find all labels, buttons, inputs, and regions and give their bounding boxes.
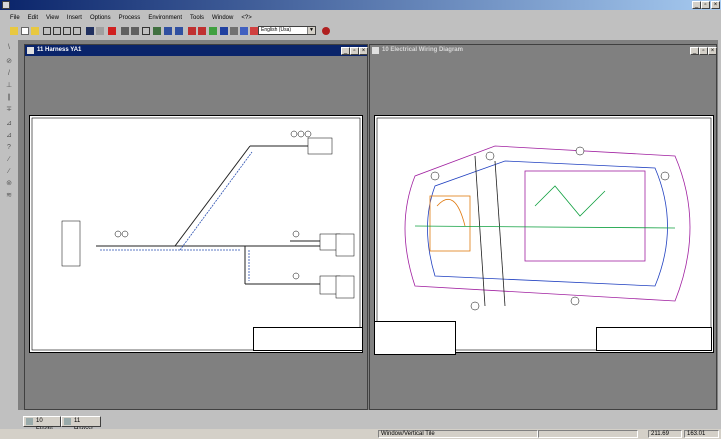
restore-icon[interactable]: ▫ bbox=[699, 47, 708, 55]
minimize-icon[interactable]: _ bbox=[341, 47, 350, 55]
taskbar-harness[interactable]: 11 Harnes. bbox=[61, 416, 101, 433]
tool-icon[interactable]: ⊿ bbox=[6, 120, 12, 127]
tool-icon[interactable]: ≋ bbox=[6, 192, 12, 199]
tool-icon[interactable]: ∥ bbox=[7, 94, 11, 101]
title-block bbox=[596, 327, 712, 351]
harness-window-title-bar[interactable]: 11 Harness YA1 bbox=[25, 45, 367, 56]
tool-icon[interactable]: ∕ bbox=[8, 156, 10, 163]
diagram-window-title-bar[interactable]: 10 Electrical Wiring Diagram bbox=[370, 45, 716, 56]
tool-icon[interactable] bbox=[230, 27, 238, 35]
tool-icon[interactable] bbox=[188, 27, 196, 35]
harness-drawing bbox=[31, 117, 361, 351]
close-icon[interactable]: × bbox=[359, 47, 368, 55]
minimize-icon[interactable]: _ bbox=[690, 47, 699, 55]
tool-icon[interactable]: ⊚ bbox=[6, 180, 12, 187]
undo-icon[interactable] bbox=[96, 27, 104, 35]
grid-icon[interactable] bbox=[142, 27, 150, 35]
page-icon[interactable] bbox=[43, 27, 51, 35]
tool-icon[interactable] bbox=[220, 27, 228, 35]
tool-icon[interactable] bbox=[175, 27, 183, 35]
left-toolbar: \ ⊘ / ⊥ ∥ ∓ ⊿ ⊿ ? ∕ ∕ ⊚ ≋ bbox=[2, 40, 16, 420]
restore-icon[interactable]: ▫ bbox=[701, 1, 710, 9]
status-y: 163.01 bbox=[684, 430, 719, 438]
tool-icon[interactable]: / bbox=[8, 70, 10, 77]
tool-icon[interactable]: ? bbox=[7, 144, 11, 151]
diagram-icon bbox=[26, 418, 33, 425]
harness-icon bbox=[64, 418, 71, 425]
delete-icon[interactable] bbox=[108, 27, 116, 35]
open-icon[interactable] bbox=[10, 27, 18, 35]
print-icon[interactable] bbox=[121, 27, 129, 35]
close-icon[interactable]: × bbox=[708, 47, 717, 55]
save-icon[interactable] bbox=[86, 27, 94, 35]
preview-icon[interactable] bbox=[131, 27, 139, 35]
tool-icon[interactable]: ⊥ bbox=[5, 82, 13, 89]
folder-icon[interactable] bbox=[31, 27, 39, 35]
tool-icon[interactable]: ⊿ bbox=[6, 132, 12, 139]
harness-icon bbox=[27, 47, 34, 54]
tool-icon[interactable] bbox=[250, 27, 258, 35]
menu-options[interactable]: Options bbox=[89, 15, 111, 21]
tool-icon[interactable] bbox=[322, 27, 330, 35]
zoom-icon[interactable] bbox=[153, 27, 161, 35]
title-block bbox=[253, 327, 363, 351]
menu-bar: File Edit View Insert Options Process Environm… bbox=[0, 15, 721, 24]
status-bar: Window/Vertical Tile 211.69 163.01 bbox=[0, 429, 721, 439]
diagram-window[interactable]: 10 Electrical Wiring Diagram _ ▫ × bbox=[369, 44, 717, 410]
restore-icon[interactable]: ▫ bbox=[350, 47, 359, 55]
menu-view[interactable]: View bbox=[46, 15, 59, 21]
status-empty bbox=[538, 430, 638, 438]
menu-process[interactable]: Process bbox=[118, 15, 141, 21]
app-icon[interactable] bbox=[2, 1, 10, 9]
new-icon[interactable] bbox=[21, 27, 29, 35]
language-select[interactable]: English (Usa)▼ bbox=[258, 26, 316, 35]
minimize-icon[interactable]: _ bbox=[692, 1, 701, 9]
tool-icon[interactable] bbox=[164, 27, 172, 35]
legend-block bbox=[374, 321, 456, 355]
page-icon[interactable] bbox=[73, 27, 81, 35]
app-title-bar bbox=[0, 0, 721, 10]
menu-edit[interactable]: Edit bbox=[27, 15, 39, 21]
tool-icon[interactable]: ∕ bbox=[8, 168, 10, 175]
tool-icon[interactable] bbox=[198, 27, 206, 35]
status-x: 211.69 bbox=[648, 430, 682, 438]
menu-window[interactable]: Window bbox=[212, 15, 234, 21]
harness-window[interactable]: 11 Harness YA1 _ ▫ × bbox=[24, 44, 368, 410]
menu-insert[interactable]: Insert bbox=[66, 15, 82, 21]
taskbar-diagram[interactable]: 10 Electri. bbox=[23, 416, 61, 433]
diagram-icon bbox=[372, 47, 379, 54]
chevron-down-icon[interactable]: ▼ bbox=[307, 27, 315, 34]
page-icon[interactable] bbox=[63, 27, 71, 35]
drawing-sheet[interactable] bbox=[374, 115, 714, 353]
tool-icon[interactable]: ⊘ bbox=[6, 58, 12, 65]
menu-help[interactable]: <?> bbox=[241, 15, 252, 21]
tool-icon[interactable] bbox=[209, 27, 217, 35]
main-toolbar bbox=[0, 26, 721, 37]
wiring-diagram-drawing bbox=[376, 117, 712, 351]
menu-environment[interactable]: Environment bbox=[148, 15, 182, 21]
drawing-sheet[interactable] bbox=[29, 115, 363, 353]
status-message: Window/Vertical Tile bbox=[378, 430, 538, 438]
tool-icon[interactable]: \ bbox=[8, 44, 10, 51]
close-icon[interactable]: × bbox=[711, 1, 720, 9]
menu-file[interactable]: File bbox=[10, 15, 20, 21]
page-icon[interactable] bbox=[53, 27, 61, 35]
menu-tools[interactable]: Tools bbox=[190, 15, 205, 21]
tool-icon[interactable]: ∓ bbox=[6, 106, 12, 113]
tool-icon[interactable] bbox=[240, 27, 248, 35]
